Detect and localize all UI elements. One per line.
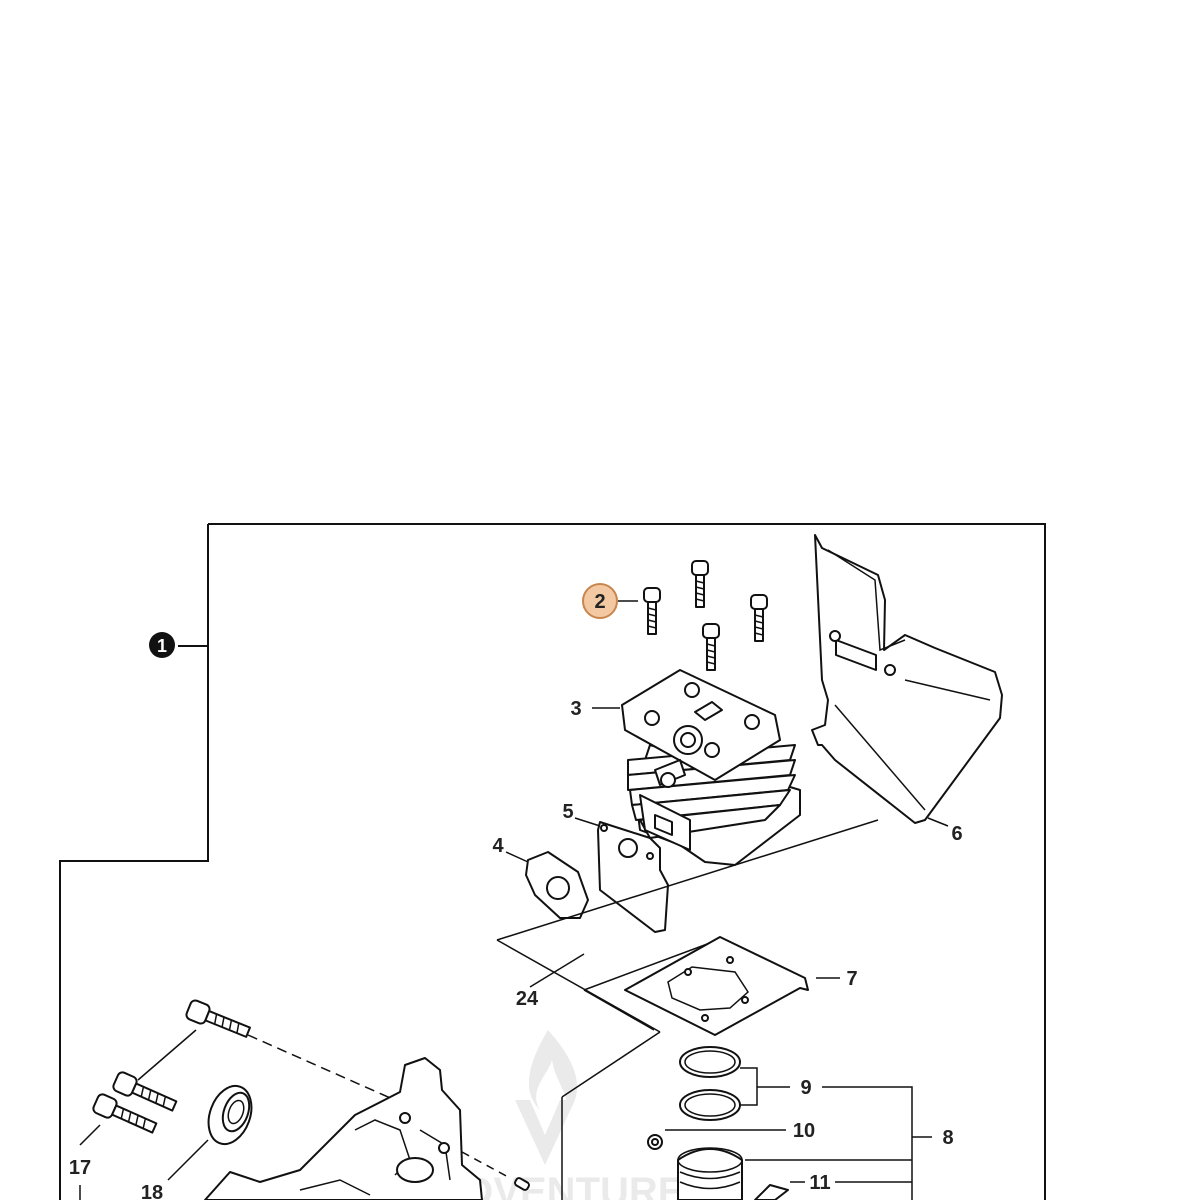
- piston-rings[interactable]: [679, 1046, 741, 1121]
- assembly-badge[interactable]: 1: [149, 632, 175, 658]
- assembly-frame: [59, 523, 1046, 1200]
- callout-17[interactable]: 17: [69, 1157, 91, 1179]
- screw: [691, 560, 709, 608]
- callout-8[interactable]: 8: [942, 1127, 953, 1149]
- cylinder[interactable]: [621, 669, 801, 866]
- callout-9[interactable]: 9: [800, 1077, 811, 1099]
- gasket-set-leaders: [496, 819, 879, 1200]
- dowel-pin[interactable]: [514, 1177, 530, 1191]
- assembly-badge-number: 1: [157, 636, 167, 656]
- screw: [643, 587, 661, 635]
- piston[interactable]: [677, 1147, 789, 1200]
- crankcase[interactable]: [204, 1057, 483, 1200]
- piston-kit-bracket: [822, 1086, 932, 1200]
- gasket-large[interactable]: [597, 821, 669, 933]
- callout-5[interactable]: 5: [562, 801, 573, 823]
- base-gasket[interactable]: [624, 936, 809, 1036]
- callout-2-highlighted[interactable]: 2: [582, 583, 618, 619]
- screw: [750, 594, 768, 642]
- gasket-small[interactable]: [525, 851, 589, 919]
- cylinder-shroud[interactable]: [811, 534, 1003, 824]
- crankcase-bolts[interactable]: [92, 999, 252, 1137]
- callout-18[interactable]: 18: [141, 1182, 163, 1200]
- callout-6[interactable]: 6: [951, 823, 962, 845]
- callout-11[interactable]: 11: [809, 1172, 830, 1194]
- circlip[interactable]: [647, 1134, 663, 1150]
- cylinder-screws[interactable]: [643, 560, 768, 671]
- callout-2-number: 2: [594, 591, 605, 613]
- callout-4[interactable]: 4: [492, 835, 504, 857]
- oil-seal[interactable]: [201, 1080, 259, 1150]
- screw: [702, 623, 720, 671]
- callout-3[interactable]: 3: [570, 698, 581, 720]
- callout-24[interactable]: 24: [516, 988, 539, 1010]
- callout-10[interactable]: 10: [793, 1120, 815, 1142]
- callout-7[interactable]: 7: [846, 968, 857, 990]
